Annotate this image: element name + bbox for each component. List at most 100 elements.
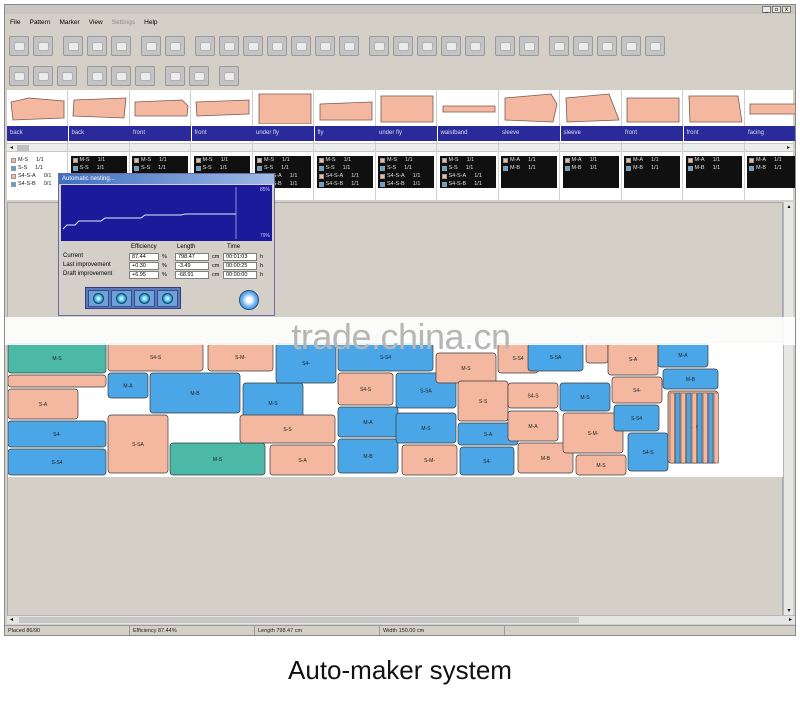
marker-piece[interactable] [507, 382, 559, 409]
horizontal-scrollbar[interactable]: ◂ ▸ [7, 615, 795, 624]
toolbar-button[interactable] [549, 36, 569, 56]
marker-piece[interactable] [207, 343, 274, 372]
toolbar-button[interactable] [57, 66, 77, 86]
toolbar-button[interactable] [87, 36, 107, 56]
marker-piece[interactable] [459, 446, 515, 476]
marker-strip-piece[interactable] [713, 392, 719, 464]
toolbar-button[interactable] [87, 66, 107, 86]
toolbar-button[interactable] [495, 36, 515, 56]
marker-strip-piece[interactable] [708, 392, 714, 464]
marker-piece[interactable] [517, 442, 574, 474]
nesting-pause-button[interactable] [134, 290, 155, 307]
marker-piece[interactable] [613, 404, 660, 432]
vertical-scrollbar[interactable]: ▴ ▾ [783, 202, 793, 616]
marker-piece[interactable] [575, 454, 627, 476]
marker-strip-piece[interactable] [686, 392, 692, 464]
toolbar-button[interactable] [195, 36, 215, 56]
maximize-button[interactable]: ▫ [772, 6, 781, 13]
menu-help[interactable]: Help [144, 19, 158, 26]
marker-piece[interactable] [149, 372, 241, 414]
marker-strip-piece[interactable] [702, 392, 708, 464]
nesting-stop-button[interactable] [239, 290, 259, 310]
toolbar-button[interactable] [33, 66, 53, 86]
marker-piece[interactable] [269, 444, 336, 476]
marker-piece[interactable] [401, 444, 458, 476]
menu-file[interactable]: File [10, 19, 21, 26]
marker-piece[interactable] [662, 368, 719, 390]
scroll-down-icon[interactable]: ▾ [787, 608, 791, 614]
piece-strip-scrollbar[interactable]: ◂ ▸ [7, 143, 793, 152]
menu-view[interactable]: View [88, 19, 103, 26]
marker-strip-piece[interactable] [675, 392, 681, 464]
marker-piece[interactable] [107, 372, 149, 399]
scroll-left-icon[interactable]: ◂ [9, 145, 13, 151]
menu-pattern[interactable]: Pattern [29, 19, 51, 26]
marker-piece[interactable] [559, 382, 611, 412]
marker-piece[interactable] [239, 414, 336, 444]
toolbar-button[interactable] [165, 66, 185, 86]
nesting-start-button[interactable] [88, 290, 109, 307]
toolbar-button[interactable] [189, 66, 209, 86]
toolbar-button[interactable] [243, 36, 263, 56]
toolbar-button[interactable] [33, 36, 53, 56]
marker-strip-piece[interactable] [697, 392, 703, 464]
nesting-resume-button[interactable] [157, 290, 178, 307]
marker-strip-piece[interactable] [691, 392, 697, 464]
toolbar-button[interactable] [291, 36, 311, 56]
toolbar-button[interactable] [339, 36, 359, 56]
toolbar-button[interactable] [111, 66, 131, 86]
marker-piece[interactable] [8, 448, 107, 476]
marker-piece[interactable] [527, 343, 584, 372]
toolbar-button[interactable] [111, 36, 131, 56]
toolbar-button[interactable] [165, 36, 185, 56]
marker-piece[interactable] [657, 343, 709, 368]
toolbar-button[interactable] [519, 36, 539, 56]
marker-piece[interactable] [337, 343, 434, 372]
toolbar-button[interactable] [9, 36, 29, 56]
toolbar-button[interactable] [441, 36, 461, 56]
toolbar-button[interactable] [315, 36, 335, 56]
toolbar-button[interactable] [135, 66, 155, 86]
menu-settings[interactable]: Settings [111, 19, 136, 26]
scroll-thumb[interactable] [17, 145, 29, 151]
scroll-right-icon[interactable]: ▸ [786, 145, 790, 151]
marker-strip-piece[interactable] [680, 392, 686, 464]
marker-piece[interactable] [337, 372, 394, 406]
toolbar-button[interactable] [573, 36, 593, 56]
marker-piece[interactable] [8, 374, 107, 388]
toolbar-button[interactable] [621, 36, 641, 56]
marker-piece[interactable] [107, 343, 204, 372]
marker-piece[interactable] [562, 412, 624, 454]
marker-piece[interactable] [8, 388, 79, 420]
marker-piece[interactable] [275, 343, 337, 384]
marker-piece[interactable] [337, 438, 399, 474]
marker-piece[interactable] [611, 376, 663, 404]
marker-piece[interactable] [107, 414, 169, 474]
marker-piece[interactable] [507, 410, 559, 442]
toolbar-button[interactable] [141, 36, 161, 56]
toolbar-button[interactable] [219, 66, 239, 86]
toolbar-button[interactable] [63, 36, 83, 56]
marker-piece[interactable] [169, 442, 266, 476]
toolbar-button[interactable] [369, 36, 389, 56]
hscroll-thumb[interactable] [19, 617, 579, 623]
menu-marker[interactable]: Marker [59, 19, 80, 26]
marker-piece[interactable] [8, 343, 107, 374]
nesting-step-button[interactable] [111, 290, 132, 307]
toolbar-button[interactable] [219, 36, 239, 56]
hscroll-right-icon[interactable]: ▸ [788, 617, 792, 623]
scroll-up-icon[interactable]: ▴ [787, 204, 791, 210]
marker-piece[interactable] [8, 420, 107, 448]
minimize-button[interactable]: _ [762, 6, 771, 13]
toolbar-button[interactable] [267, 36, 287, 56]
toolbar-button[interactable] [9, 66, 29, 86]
